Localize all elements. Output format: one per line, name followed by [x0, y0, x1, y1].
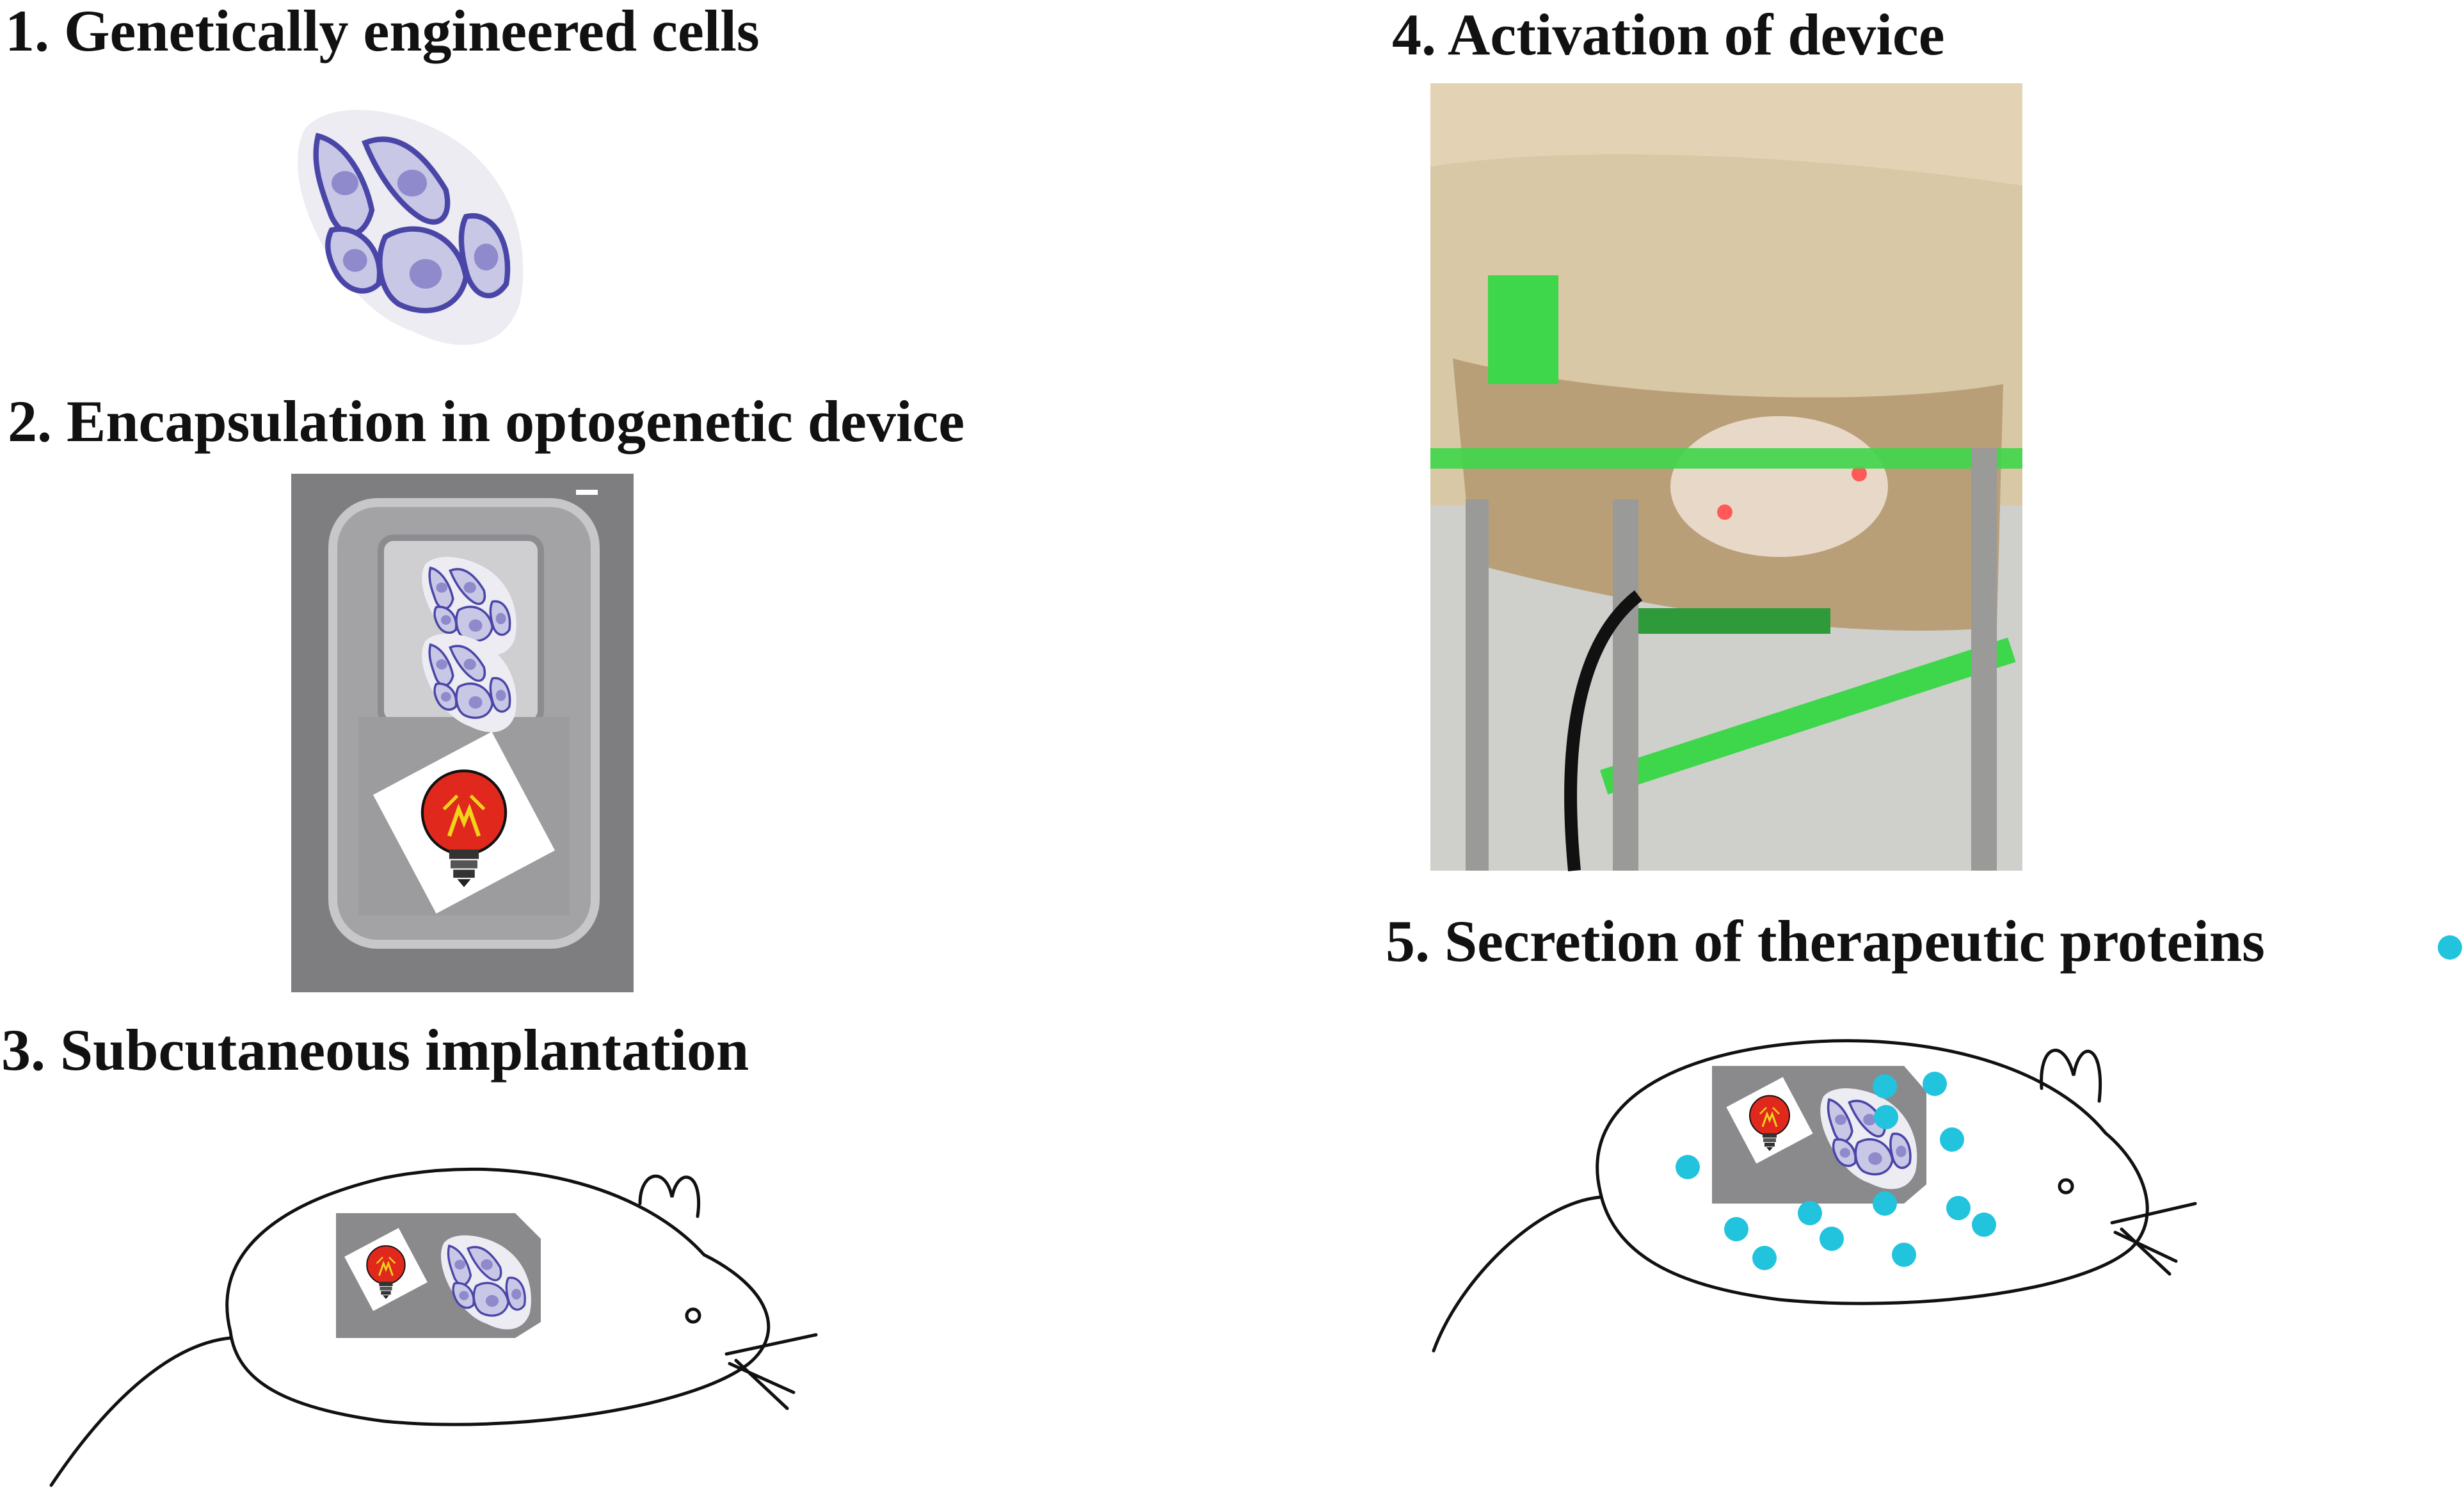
- mouse-outline-icon: [49, 1167, 818, 1487]
- protein-dot-icon: [1923, 1072, 1947, 1096]
- protein-dot-icon: [1676, 1155, 1700, 1179]
- protein-dot-icon: [1820, 1227, 1844, 1251]
- implanted-device: [336, 1213, 541, 1338]
- step-5-title: 5. Secretion of therapeutic proteins: [1386, 908, 2265, 974]
- device-activation-photo: [1430, 83, 2022, 871]
- step-1-title: 1. Genetically engineered cells: [5, 0, 760, 63]
- engineered-cells-icon: [298, 110, 523, 345]
- protein-dot-icon: [1752, 1246, 1777, 1270]
- optogenetic-device-photo: [291, 474, 634, 992]
- protein-dot-icon: [1972, 1213, 1996, 1237]
- mouse-outline-icon: [1432, 1039, 2197, 1353]
- protein-dot-icon: [1946, 1196, 1971, 1220]
- protein-dot-icon: [1874, 1105, 1898, 1129]
- protein-dot-icon: [1892, 1243, 1916, 1267]
- step-4-title: 4. Activation of device: [1392, 2, 1945, 67]
- secreted-proteins: [1676, 1072, 1996, 1270]
- step-2-title: 2. Encapsulation in optogenetic device: [8, 389, 965, 454]
- scale-bar: [576, 490, 598, 495]
- implanted-device: [1712, 1066, 1926, 1204]
- protein-dot-icon: [1873, 1074, 1897, 1099]
- protein-dot-icon: [2438, 935, 2462, 960]
- protein-dot-icon: [1798, 1201, 1822, 1225]
- protein-dot-icon: [1724, 1217, 1748, 1241]
- protein-dot-icon: [1940, 1127, 1964, 1152]
- protein-dot-icon: [1873, 1191, 1897, 1216]
- step-3-title: 3. Subcutaneous implantation: [1, 1017, 749, 1083]
